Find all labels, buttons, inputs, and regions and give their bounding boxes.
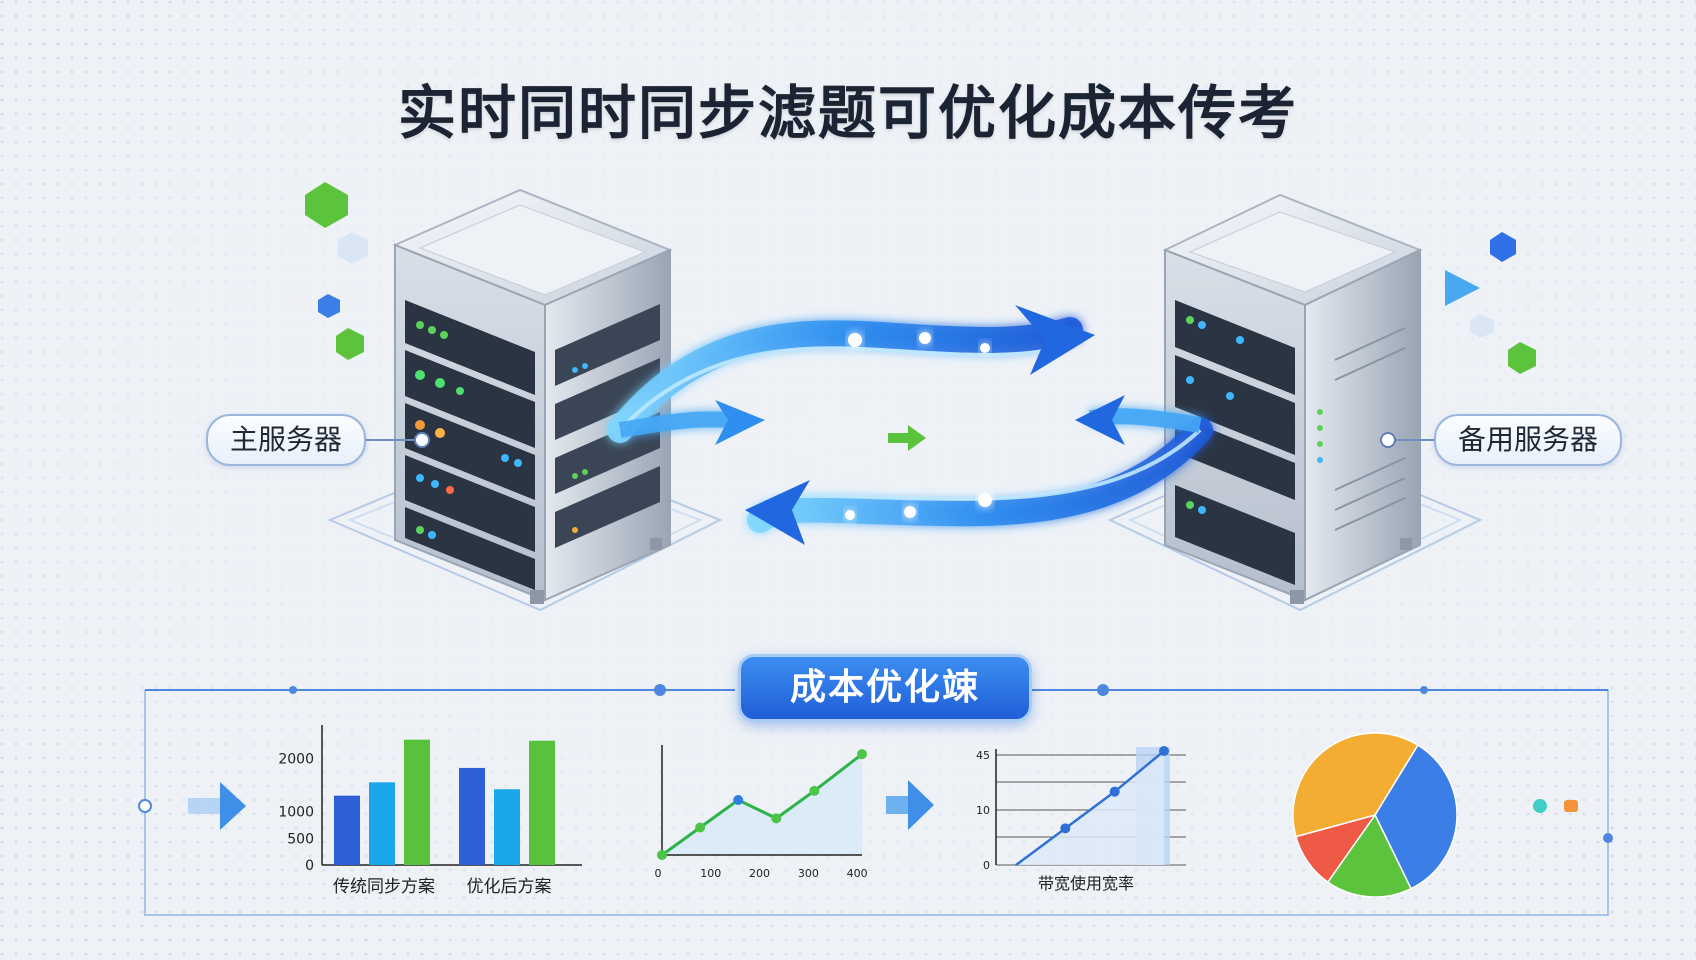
area-chart: 45 10 0 带宽使用宽率: [976, 746, 1186, 893]
bar: [459, 767, 485, 865]
y-tick-label: 0: [983, 859, 990, 872]
x-category-label: 优化后方案: [467, 877, 552, 897]
line-point: [857, 749, 867, 760]
line-point: [771, 813, 782, 824]
line-series: [661, 752, 863, 857]
area-point: [1159, 746, 1169, 756]
decor-cubes: [305, 182, 1536, 374]
y-tick-label: 10: [976, 804, 990, 817]
flow-ribbon-bottom: [747, 417, 1213, 533]
line-chart: 0 100 200 300 400: [655, 745, 868, 880]
line-area-fill: [662, 754, 862, 855]
area-point: [1060, 823, 1071, 834]
y-tick-label: 2000: [278, 751, 314, 767]
pie-slice: [1374, 744, 1458, 890]
flow-particles: [845, 332, 992, 520]
x-tick-label: 400: [847, 867, 868, 880]
y-tick-label: 0: [305, 858, 314, 874]
backup-server-label: 备用服务器: [1434, 414, 1623, 466]
primary-server-label: 主服务器: [206, 414, 367, 466]
x-tick-label: 200: [749, 867, 770, 880]
line-point: [657, 850, 667, 860]
bar: [529, 740, 555, 865]
bar: [404, 739, 430, 865]
backup-server-illustration: [1162, 193, 1423, 604]
line-point: [733, 795, 744, 805]
cost-panel-frame: [144, 689, 1609, 916]
line-point: [809, 785, 820, 796]
flow-arrow-mid-left: [715, 400, 765, 445]
x-tick-label: 0: [655, 867, 662, 880]
flow-ribbon-top: [607, 317, 1083, 443]
panel-arrow-middle: [886, 780, 934, 830]
x-tick-label: 300: [798, 867, 819, 880]
pie-slice: [1326, 813, 1413, 898]
area-fill: [1016, 751, 1164, 865]
bar: [494, 789, 520, 865]
bar: [334, 795, 360, 865]
y-tick-label: 45: [976, 749, 990, 762]
cost-optimization-badge: 成本优化竦: [738, 654, 1032, 722]
x-tick-label: 100: [700, 867, 721, 880]
green-arrow: [888, 425, 926, 451]
pie-slice: [1292, 732, 1419, 838]
flow-arrow-top: [1015, 305, 1095, 375]
primary-server-illustration: [392, 188, 673, 604]
area-line: [1015, 750, 1165, 867]
x-category-label: 传统同步方案: [333, 877, 435, 897]
panel-arrow-left: [188, 782, 246, 830]
connector-right: [1380, 432, 1434, 448]
bar: [369, 782, 395, 865]
connector-left: [366, 432, 430, 448]
panel-end-dots: [1533, 799, 1578, 813]
y-tick-label: 500: [287, 831, 314, 847]
x-axis-label: 带宽使用宽率: [1038, 874, 1134, 893]
line-point: [695, 822, 706, 833]
pie-chart: [1292, 732, 1458, 898]
bar-chart: 2000 1000 500 0 传统同步方案 优化后方案: [278, 725, 582, 897]
y-tick-label: 1000: [278, 805, 314, 821]
flow-arrow-mid-right: [1075, 395, 1125, 445]
flow-arrow-bottom: [745, 480, 810, 545]
page-title: 实时同时同步滤题可优化成本传考: [397, 79, 1298, 147]
area-point: [1109, 786, 1120, 797]
flow-arrows: [715, 305, 1125, 545]
